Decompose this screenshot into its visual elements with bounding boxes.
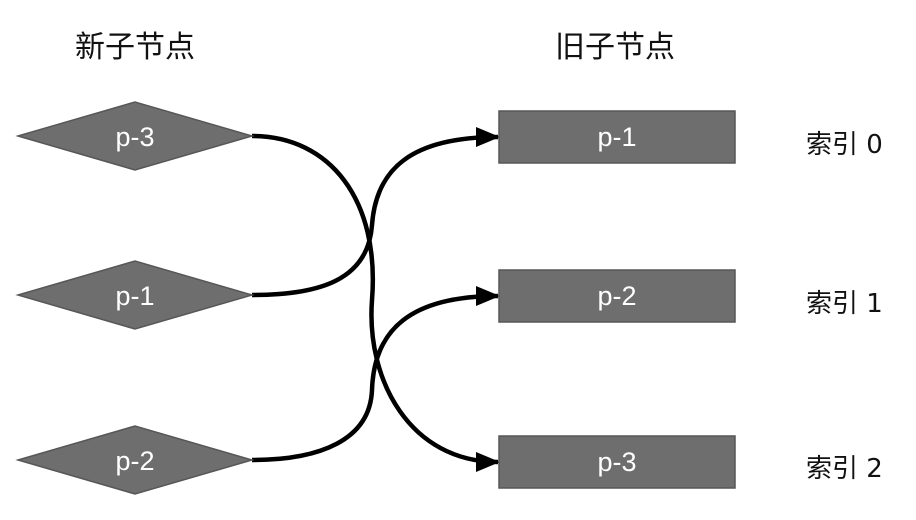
old-node-p3: p-3 (498, 435, 736, 489)
new-node-label: p-3 (115, 122, 154, 152)
old-node-label: p-3 (597, 447, 636, 477)
diamond-shape (15, 425, 255, 495)
old-node-p2: p-2 (498, 269, 736, 323)
new-node-p3: p-3 (15, 101, 255, 171)
index-label-1: 索引 1 (806, 289, 883, 319)
connector-group (251, 127, 500, 472)
new-node-p2: p-2 (15, 425, 255, 495)
old-node-label: p-2 (597, 281, 636, 311)
connector-new-p3-to-old-p3 (251, 133, 500, 472)
new-node-label: p-1 (115, 281, 154, 311)
connector-new-p1-to-old-p1 (251, 127, 500, 298)
old-children-title: 旧子节点 (555, 30, 675, 65)
new-children-title: 新子节点 (75, 30, 195, 65)
new-node-p1: p-1 (15, 260, 255, 330)
diamond-shape (15, 260, 255, 330)
index-label-2: 索引 2 (806, 454, 883, 484)
rect-shape (498, 435, 736, 489)
old-node-p1: p-1 (498, 110, 736, 164)
connector-new-p2-to-old-p2 (251, 286, 500, 463)
index-label-0: 索引 0 (806, 130, 883, 160)
rect-shape (498, 269, 736, 323)
diamond-shape (15, 101, 255, 171)
new-node-label: p-2 (115, 446, 154, 476)
rect-shape (498, 110, 736, 164)
old-node-label: p-1 (597, 122, 636, 152)
